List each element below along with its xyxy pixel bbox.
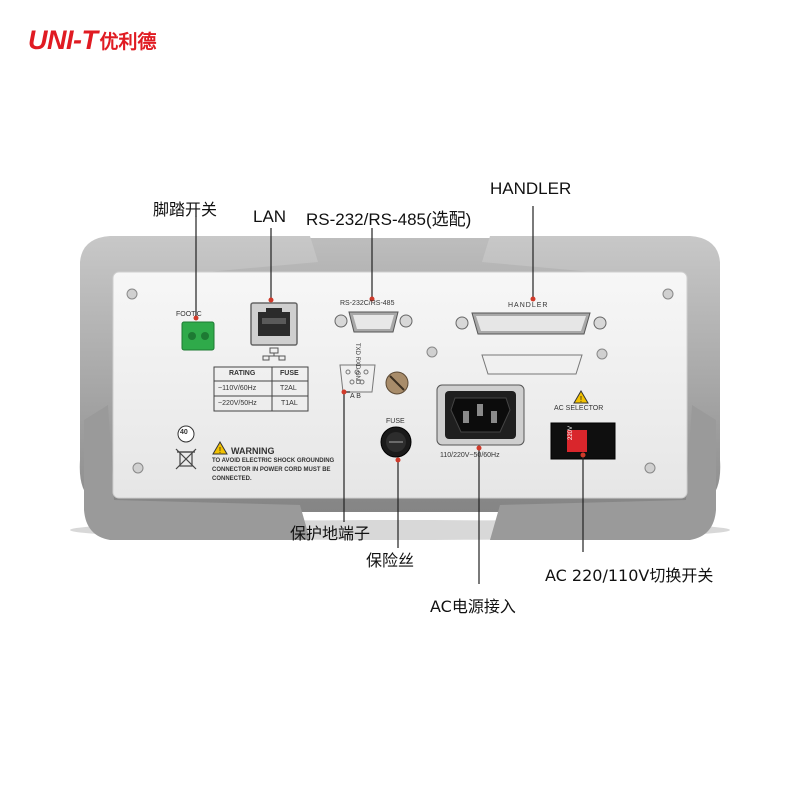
foot-switch-label: FOOT.C [176, 311, 202, 318]
ac-rating-label: 110/220V~50/60Hz [440, 452, 500, 459]
screws [126, 288, 674, 474]
bumper-bottom-right [490, 405, 716, 540]
callout-lan: LAN [253, 207, 287, 226]
svg-text:!: ! [580, 395, 582, 404]
callout-ac-switch: AC 220/110V切换开关 [545, 566, 714, 585]
callout-handler: HANDLER [490, 179, 572, 198]
handler-pinout-diagram [481, 354, 583, 375]
pin-labels: TXD RXD GND [354, 343, 360, 385]
callout-ground-terminal: 保护地端子 [290, 524, 371, 543]
badge-40-icon [177, 425, 195, 443]
handler-port[interactable] [455, 312, 607, 335]
weee-bin-icon [175, 448, 197, 470]
ac-power-inlet[interactable] [436, 384, 525, 446]
rs485-pin-diagram [339, 364, 376, 393]
fuse-rating-table [213, 366, 309, 412]
fuse-table-cell: T2AL [280, 385, 297, 392]
warning-title: WARNING [231, 446, 275, 456]
ab-label: A B [350, 393, 361, 400]
fuse-table-header-rating: RATING [229, 370, 256, 377]
warning-line-3: CONNECTED. [212, 476, 252, 482]
callout-serial: RS-232/RS-485(选配) [306, 210, 472, 229]
bumper-bottom-left [84, 405, 310, 540]
foot-switch-terminal[interactable] [181, 321, 215, 351]
svg-text:!: ! [219, 446, 221, 455]
fuse-table-cell: T1AL [281, 400, 298, 407]
brand-name: UNI-T [28, 24, 98, 55]
warning-line-2: CONNECTOR IN POWER CORD MUST BE [212, 467, 331, 473]
brand-name-cn: 优利德 [99, 30, 157, 53]
handler-port-label: HANDLER [508, 302, 549, 309]
badge-40: 40 [180, 429, 188, 436]
fuse-table-cell: ~220V/50Hz [218, 400, 257, 407]
warning-line-1: TO AVOID ELECTRIC SHOCK GROUNDING [212, 458, 335, 464]
fuse-panel-label: FUSE [386, 418, 405, 425]
leader-dots [193, 296, 586, 463]
callout-fuse: 保险丝 [366, 551, 415, 570]
serial-port-label: RS-232C/RS-485 [340, 300, 395, 307]
ac-selector-label: AC SELECTOR [554, 405, 604, 412]
ground-terminal[interactable] [385, 371, 409, 395]
brand-logo: UNI-T 优利德 [28, 25, 157, 55]
fuse-holder[interactable] [380, 426, 412, 458]
selector-voltage-text: 220V [568, 425, 574, 440]
callout-ac-input: AC电源接入 [430, 597, 516, 616]
fuse-table-header-fuse: FUSE [280, 370, 299, 377]
rs232-port[interactable] [334, 311, 413, 333]
callout-foot-switch: 脚踏开关 [153, 200, 218, 219]
lan-port[interactable] [250, 302, 298, 346]
fuse-table-cell: ~110V/60Hz [218, 385, 257, 392]
warning-icon: ! [212, 441, 228, 455]
network-icon [262, 347, 286, 361]
warning-triangle-icon: ! [573, 390, 589, 404]
